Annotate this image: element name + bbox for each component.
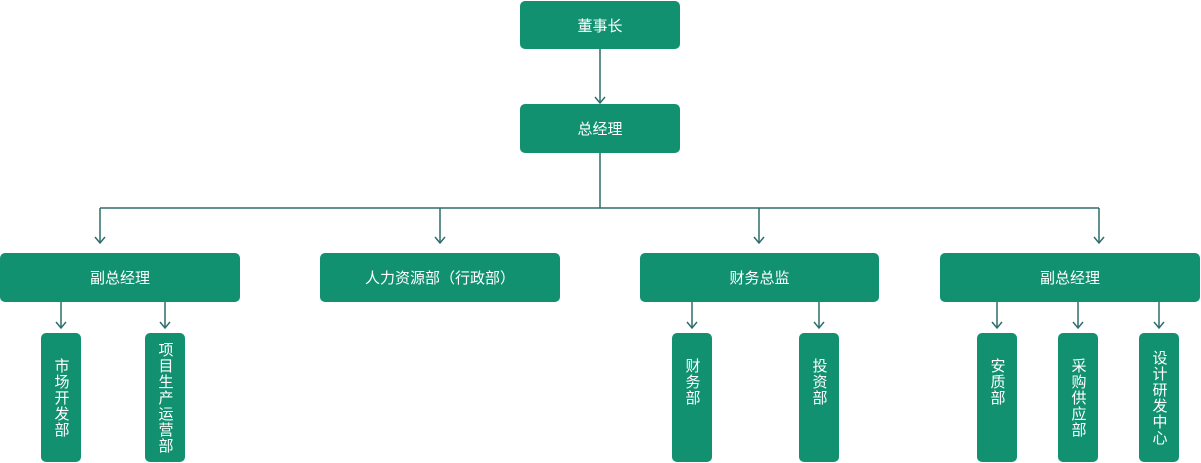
arrowhead-investment-dept (813, 321, 825, 330)
node-market-development-label: 市场开发部 (52, 357, 71, 438)
node-market-development: 市场开发部 (41, 333, 81, 462)
node-finance-director: 财务总监 (640, 253, 879, 302)
arrowhead-market-dev (55, 321, 67, 330)
node-design-rd-center-label: 设计研发中心 (1150, 349, 1169, 446)
arrowhead-deputy-gm-2 (1093, 236, 1105, 245)
arrowhead-hr (434, 236, 446, 245)
node-project-operations: 项目生产运营部 (145, 333, 185, 462)
node-hr-admin-label: 人力资源部（行政部） (364, 269, 515, 287)
node-hr-admin: 人力资源部（行政部） (320, 253, 560, 302)
arrowhead-gm (594, 96, 606, 105)
arrowhead-finance-dept (686, 321, 698, 330)
node-safety-quality: 安质部 (977, 333, 1017, 462)
arrowhead-safety-quality (991, 321, 1003, 330)
node-general-manager-label: 总经理 (577, 120, 623, 138)
node-investment-department-label: 投资部 (810, 357, 829, 406)
arrowhead-deputy-gm-1 (94, 236, 106, 245)
node-finance-department-label: 财务部 (683, 357, 702, 406)
node-design-rd-center: 设计研发中心 (1139, 333, 1179, 462)
node-general-manager: 总经理 (520, 104, 680, 153)
arrowhead-design-rd (1153, 321, 1165, 330)
node-procurement-label: 采购供应部 (1069, 357, 1088, 438)
node-chairman-label: 董事长 (577, 16, 623, 35)
node-chairman: 董事长 (520, 1, 680, 49)
arrowhead-finance-director (753, 236, 765, 245)
node-deputy-gm-left: 副总经理 (0, 253, 240, 302)
node-project-operations-label: 项目生产运营部 (156, 341, 175, 454)
arrowhead-project-ops (159, 321, 171, 330)
node-finance-director-label: 财务总监 (729, 269, 790, 287)
node-deputy-gm-left-label: 副总经理 (89, 269, 150, 287)
node-finance-department: 财务部 (672, 333, 712, 462)
node-investment-department: 投资部 (799, 333, 839, 462)
node-procurement: 采购供应部 (1058, 333, 1098, 462)
node-deputy-gm-right-label: 副总经理 (1039, 269, 1100, 287)
node-deputy-gm-right: 副总经理 (940, 253, 1200, 302)
arrowhead-procurement (1072, 321, 1084, 330)
node-safety-quality-label: 安质部 (988, 357, 1007, 406)
